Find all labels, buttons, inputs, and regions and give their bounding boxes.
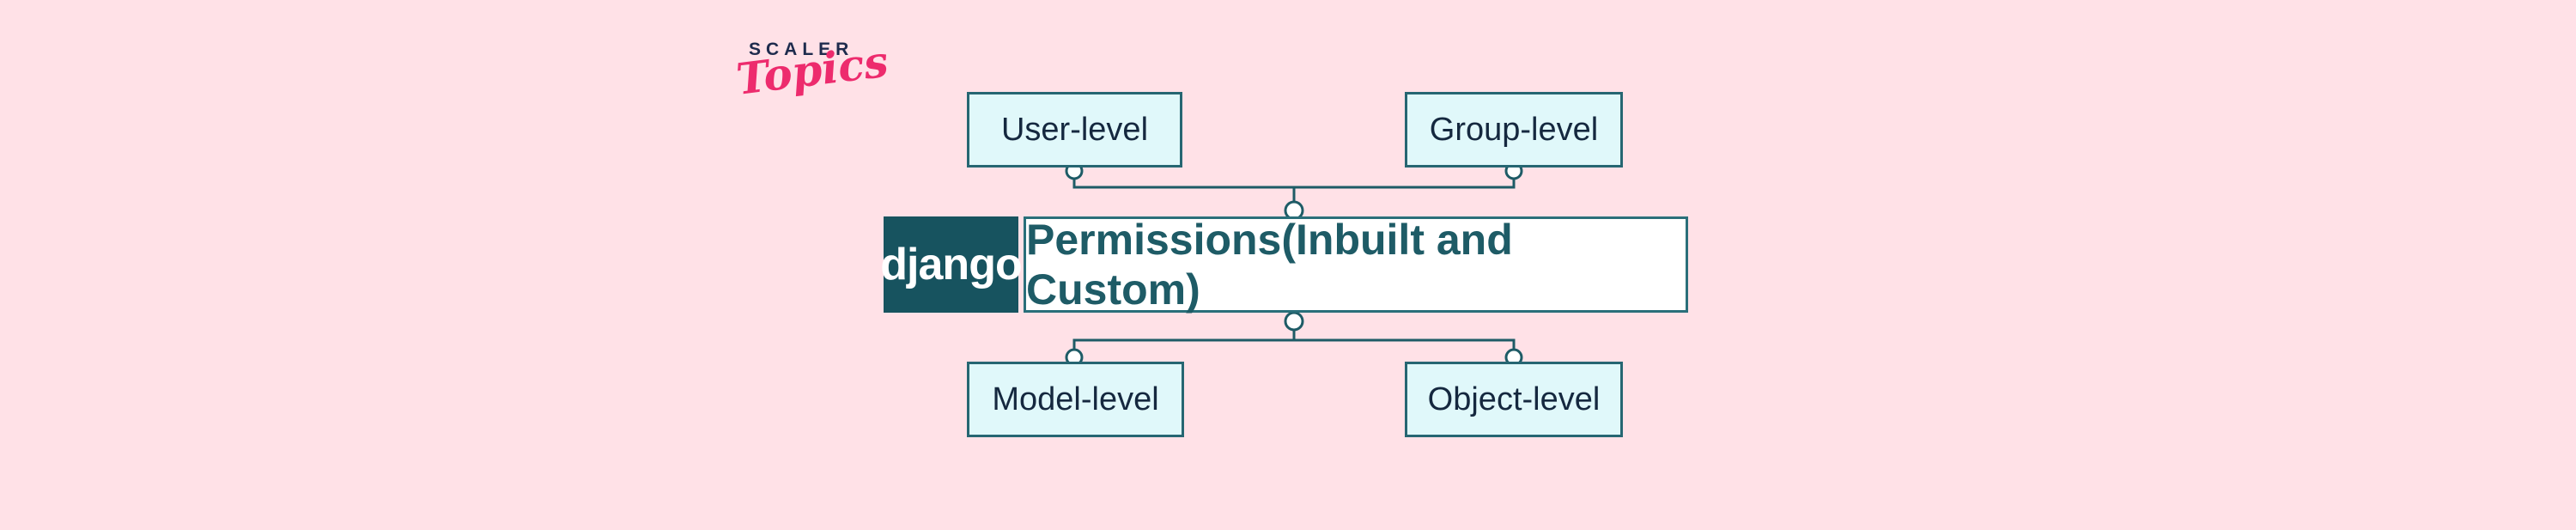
brand-sub-text: Topics [733, 35, 891, 105]
node-object-level: Object-level [1405, 362, 1623, 437]
django-logo-text: django [880, 240, 1022, 289]
node-group-level-label: Group-level [1429, 111, 1599, 148]
node-model-level-label: Model-level [992, 381, 1159, 417]
node-permissions-label: Permissions(Inbuilt and Custom) [1026, 216, 1513, 314]
scaler-topics-logo: SCALER Topics [733, 35, 891, 105]
django-logo: django [880, 216, 1023, 313]
brand-name-text: SCALER [749, 40, 854, 59]
node-user-level: User-level [967, 92, 1182, 168]
connector-dot-permissions-bottom [1284, 311, 1304, 332]
node-user-level-label: User-level [1000, 111, 1149, 148]
node-object-level-label: Object-level [1427, 381, 1601, 417]
node-group-level: Group-level [1405, 92, 1623, 168]
node-permissions: Permissions(Inbuilt and Custom) [1024, 216, 1688, 314]
node-model-level: Model-level [967, 362, 1184, 437]
